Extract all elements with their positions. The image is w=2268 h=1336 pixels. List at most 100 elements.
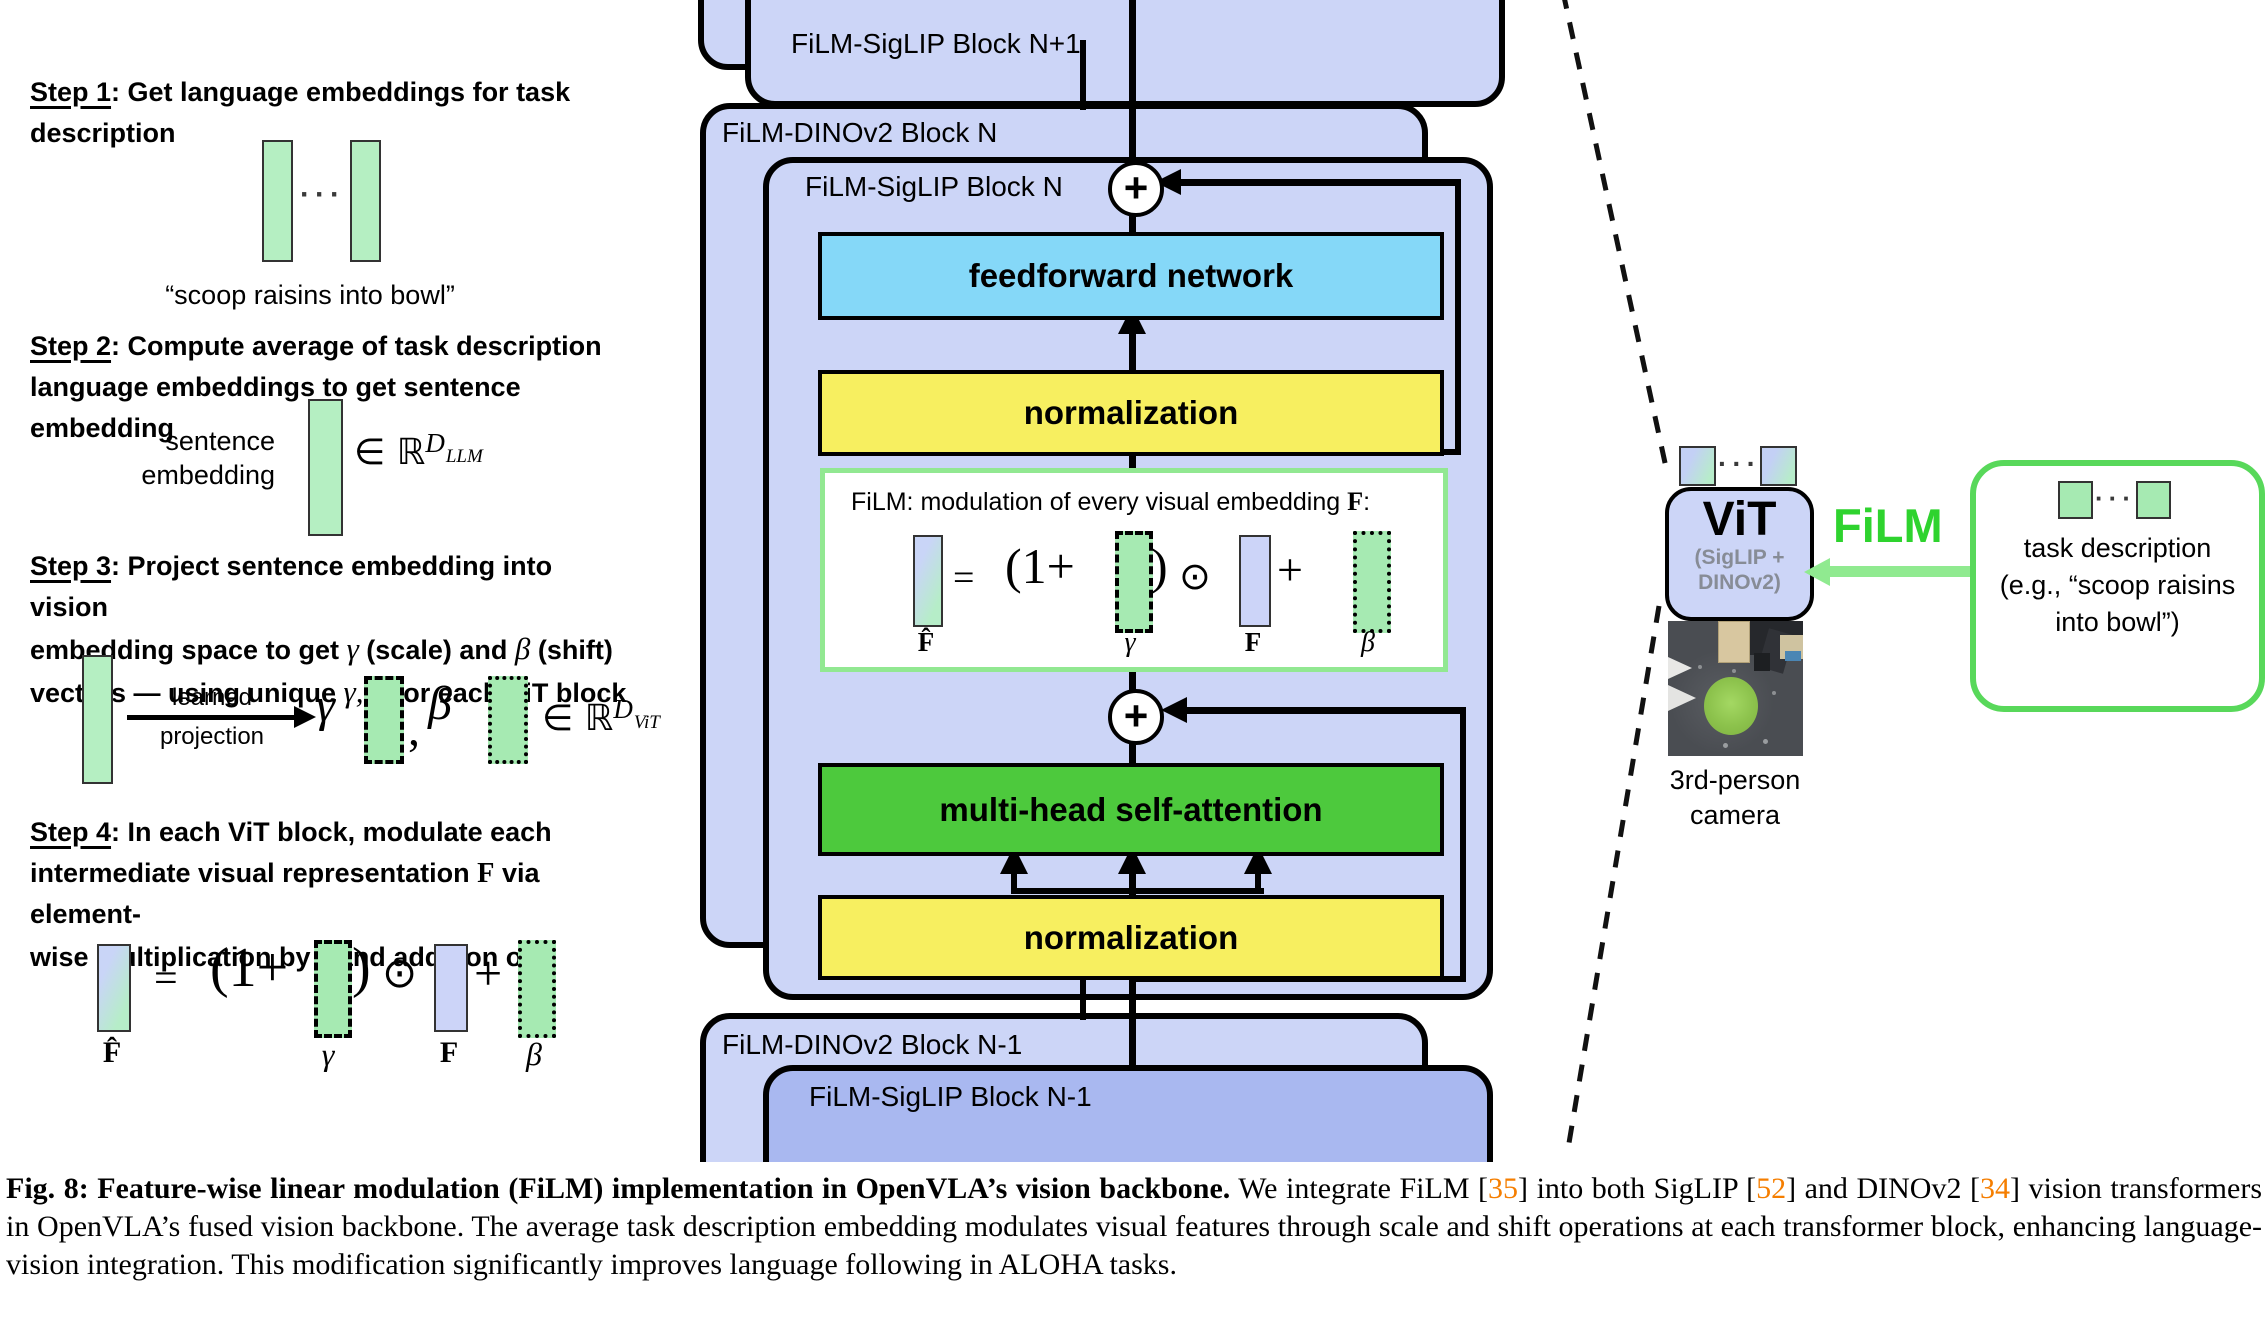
skip1-vertical-line bbox=[1455, 182, 1461, 455]
odot-symbol: ⊙ bbox=[382, 948, 418, 997]
fhat-label: F̂ bbox=[917, 627, 935, 657]
film-siglip-block-n+1: FiLM-SigLIP Block N+1 bbox=[745, 0, 1505, 107]
film-siglip-block-n-1: FiLM-SigLIP Block N-1 bbox=[763, 1065, 1493, 1162]
plus-glyph: + bbox=[1123, 163, 1149, 211]
f-bar bbox=[1239, 535, 1271, 627]
residual-add-circle-top: + bbox=[1108, 161, 1164, 217]
film-modulation-box: FiLM: modulation of every visual embeddi… bbox=[820, 468, 1448, 672]
step1-heading: Step 1: Get language embeddings for task… bbox=[30, 77, 571, 148]
visual-embedding-square bbox=[1679, 446, 1716, 486]
f-label: F bbox=[1244, 627, 1262, 657]
gamma-vector-chip bbox=[314, 940, 352, 1038]
skip2-vertical-line bbox=[1460, 707, 1466, 982]
gamma-vector-chip bbox=[1115, 531, 1153, 633]
film-arrow-label: FiLM bbox=[1833, 499, 1943, 552]
beta-vector-chip bbox=[488, 676, 528, 764]
camera-image bbox=[1668, 621, 1803, 756]
language-embedding-square bbox=[2058, 481, 2093, 519]
multi-head-self-attention-box: multi-head self-attention bbox=[818, 763, 1444, 856]
projection-input-bar bbox=[82, 655, 113, 784]
dinov2-stream-line-bottom bbox=[1080, 940, 1086, 1020]
qkv-center-shaft bbox=[1129, 868, 1136, 918]
open-paren-one-plus: (1+ bbox=[210, 937, 289, 999]
green-bowl bbox=[1704, 677, 1758, 735]
equals-sign: = bbox=[154, 956, 178, 1002]
block-label: FiLM-SigLIP Block N+1 bbox=[791, 28, 1081, 59]
beta-vector-chip bbox=[518, 940, 556, 1038]
close-paren: ) bbox=[352, 937, 371, 999]
gamma-label: γ bbox=[321, 1036, 335, 1072]
robot-gripper bbox=[1754, 653, 1770, 671]
residual-add-circle-bottom: + bbox=[1108, 689, 1164, 745]
ellipsis-icon: ··· bbox=[2095, 483, 2136, 513]
camera-label: 3rd-person camera bbox=[1669, 765, 1801, 830]
close-paren: ) bbox=[1151, 538, 1168, 594]
figure-caption: Fig. 8: Feature-wise linear modulation (… bbox=[6, 1172, 2263, 1281]
residual-line-bottom bbox=[1129, 968, 1136, 1068]
ellipsis-icon: ··· bbox=[1718, 448, 1761, 479]
vit-backbone-box: ViT (SigLIP + DINOv2) bbox=[1665, 487, 1814, 621]
vit-subtitle: (SigLIP + DINOv2) bbox=[1694, 546, 1785, 595]
film-arrowhead-icon bbox=[1804, 558, 1830, 586]
open-paren-one-plus: (1+ bbox=[1005, 538, 1075, 594]
paper-scrap bbox=[1718, 621, 1750, 663]
skip2-top-line bbox=[1186, 707, 1466, 714]
film-arrow-shaft bbox=[1828, 566, 1970, 577]
visual-embedding-square bbox=[1760, 446, 1797, 486]
gamma-vector-chip bbox=[364, 676, 404, 764]
language-embedding-square bbox=[2136, 481, 2171, 519]
sentence-embedding-bar bbox=[308, 399, 343, 536]
mhsa-label: multi-head self-attention bbox=[939, 790, 1323, 828]
dim-vit-notation: ∈ ℝDViT bbox=[542, 694, 660, 739]
norm-to-film-stub bbox=[1129, 446, 1136, 474]
f-label: F bbox=[439, 1036, 459, 1069]
qkv-left-shaft bbox=[1011, 868, 1017, 892]
projection-arrowhead-icon bbox=[294, 706, 316, 728]
gamma-symbol: γ bbox=[316, 679, 335, 732]
qkv-right-shaft bbox=[1255, 868, 1261, 892]
fhat-bar bbox=[97, 944, 131, 1032]
comma: , bbox=[408, 703, 420, 756]
fhat-label: F̂ bbox=[102, 1036, 122, 1069]
block-label: FiLM-DINOv2 Block N-1 bbox=[722, 1029, 1023, 1060]
f-bar bbox=[434, 944, 468, 1032]
film-modulation-title: FiLM: modulation of every visual embeddi… bbox=[851, 487, 1371, 516]
dim-llm-notation: ∈ ℝDLLM bbox=[354, 428, 483, 473]
block-label: FiLM-SigLIP Block N bbox=[805, 171, 1063, 202]
gamma-label: γ bbox=[1124, 627, 1136, 658]
arrowhead-into-plus2-icon bbox=[1161, 697, 1187, 723]
sentence-embedding-label: sentence embedding bbox=[141, 426, 275, 490]
projection-arrow-line bbox=[127, 715, 295, 720]
beta-label: β bbox=[1361, 627, 1375, 658]
skip1-top-line bbox=[1180, 179, 1461, 186]
normalization-label: normalization bbox=[1023, 918, 1239, 956]
block-label: FiLM-SigLIP Block N-1 bbox=[809, 1081, 1092, 1112]
plus-glyph: + bbox=[1123, 691, 1149, 739]
vit-title: ViT bbox=[1702, 493, 1777, 546]
beta-vector-chip bbox=[1353, 531, 1391, 633]
odot-symbol: ⊙ bbox=[1179, 554, 1211, 598]
plus-sign: + bbox=[474, 945, 503, 1001]
fhat-bar bbox=[913, 535, 943, 627]
beta-symbol: β bbox=[428, 677, 452, 730]
film-architecture-diagram: Step 1: Get language embeddings for task… bbox=[30, 0, 2265, 1162]
normalization-label: normalization bbox=[1023, 394, 1239, 431]
step4-heading: Step 4: In each ViT block, modulate each… bbox=[30, 817, 554, 973]
beta-label: β bbox=[526, 1036, 542, 1072]
norm-to-ffn-line bbox=[1129, 330, 1136, 374]
ellipsis-icon: ··· bbox=[300, 178, 345, 211]
qkv-branch-line bbox=[1011, 888, 1264, 894]
block-label: FiLM-DINOv2 Block N bbox=[722, 117, 998, 148]
task-quote: “scoop raisins into bowl” bbox=[165, 280, 455, 310]
ffn-label: feedforward network bbox=[968, 257, 1294, 294]
language-embedding-bar bbox=[262, 140, 293, 262]
normalization-box-upper: normalization bbox=[818, 370, 1444, 456]
dinov2-stream-line-top bbox=[1080, 40, 1086, 110]
residual-line-top bbox=[1129, 0, 1136, 234]
learned-label: learned bbox=[171, 684, 253, 711]
equals-sign: = bbox=[953, 557, 975, 599]
projection-label: projection bbox=[159, 723, 265, 750]
language-embedding-bar bbox=[350, 140, 381, 262]
normalization-box-lower: normalization bbox=[818, 895, 1444, 980]
